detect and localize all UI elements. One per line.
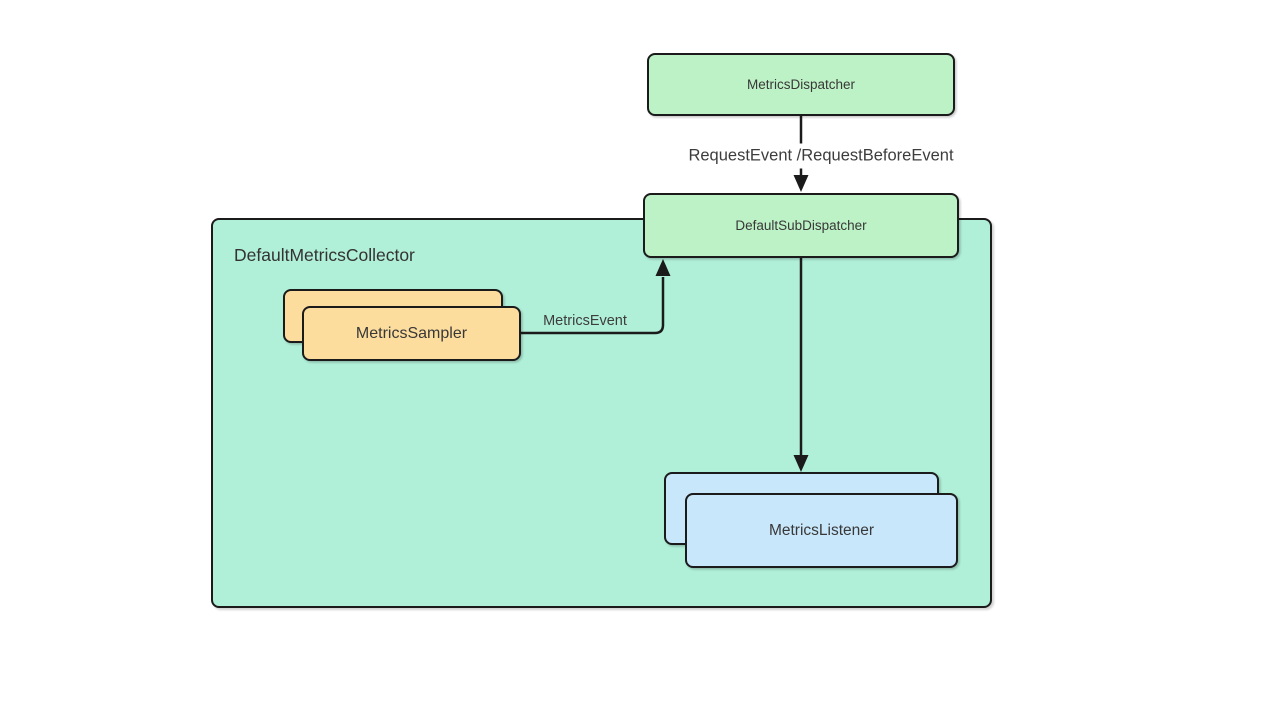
- node-default-sub-dispatcher-label: DefaultSubDispatcher: [735, 218, 867, 233]
- node-default-sub-dispatcher: DefaultSubDispatcher: [643, 193, 959, 258]
- node-metrics-sampler-label: MetricsSampler: [355, 324, 468, 342]
- node-metrics-dispatcher-label: MetricsDispatcher: [746, 77, 856, 92]
- edge-label-request-event: RequestEvent /RequestBeforeEvent: [683, 143, 959, 169]
- node-metrics-sampler: MetricsSampler: [302, 306, 521, 361]
- dispatch-to-listener-arrow: [793, 258, 809, 472]
- edge-label-metrics-event: MetricsEvent: [543, 313, 627, 329]
- node-default-metrics-collector-label: DefaultMetricsCollector: [234, 245, 415, 265]
- node-metrics-listener-label: MetricsListener: [768, 521, 875, 539]
- node-metrics-dispatcher: MetricsDispatcher: [647, 53, 955, 116]
- metrics-event-arrow: [519, 259, 671, 335]
- node-metrics-listener: MetricsListener: [685, 493, 958, 568]
